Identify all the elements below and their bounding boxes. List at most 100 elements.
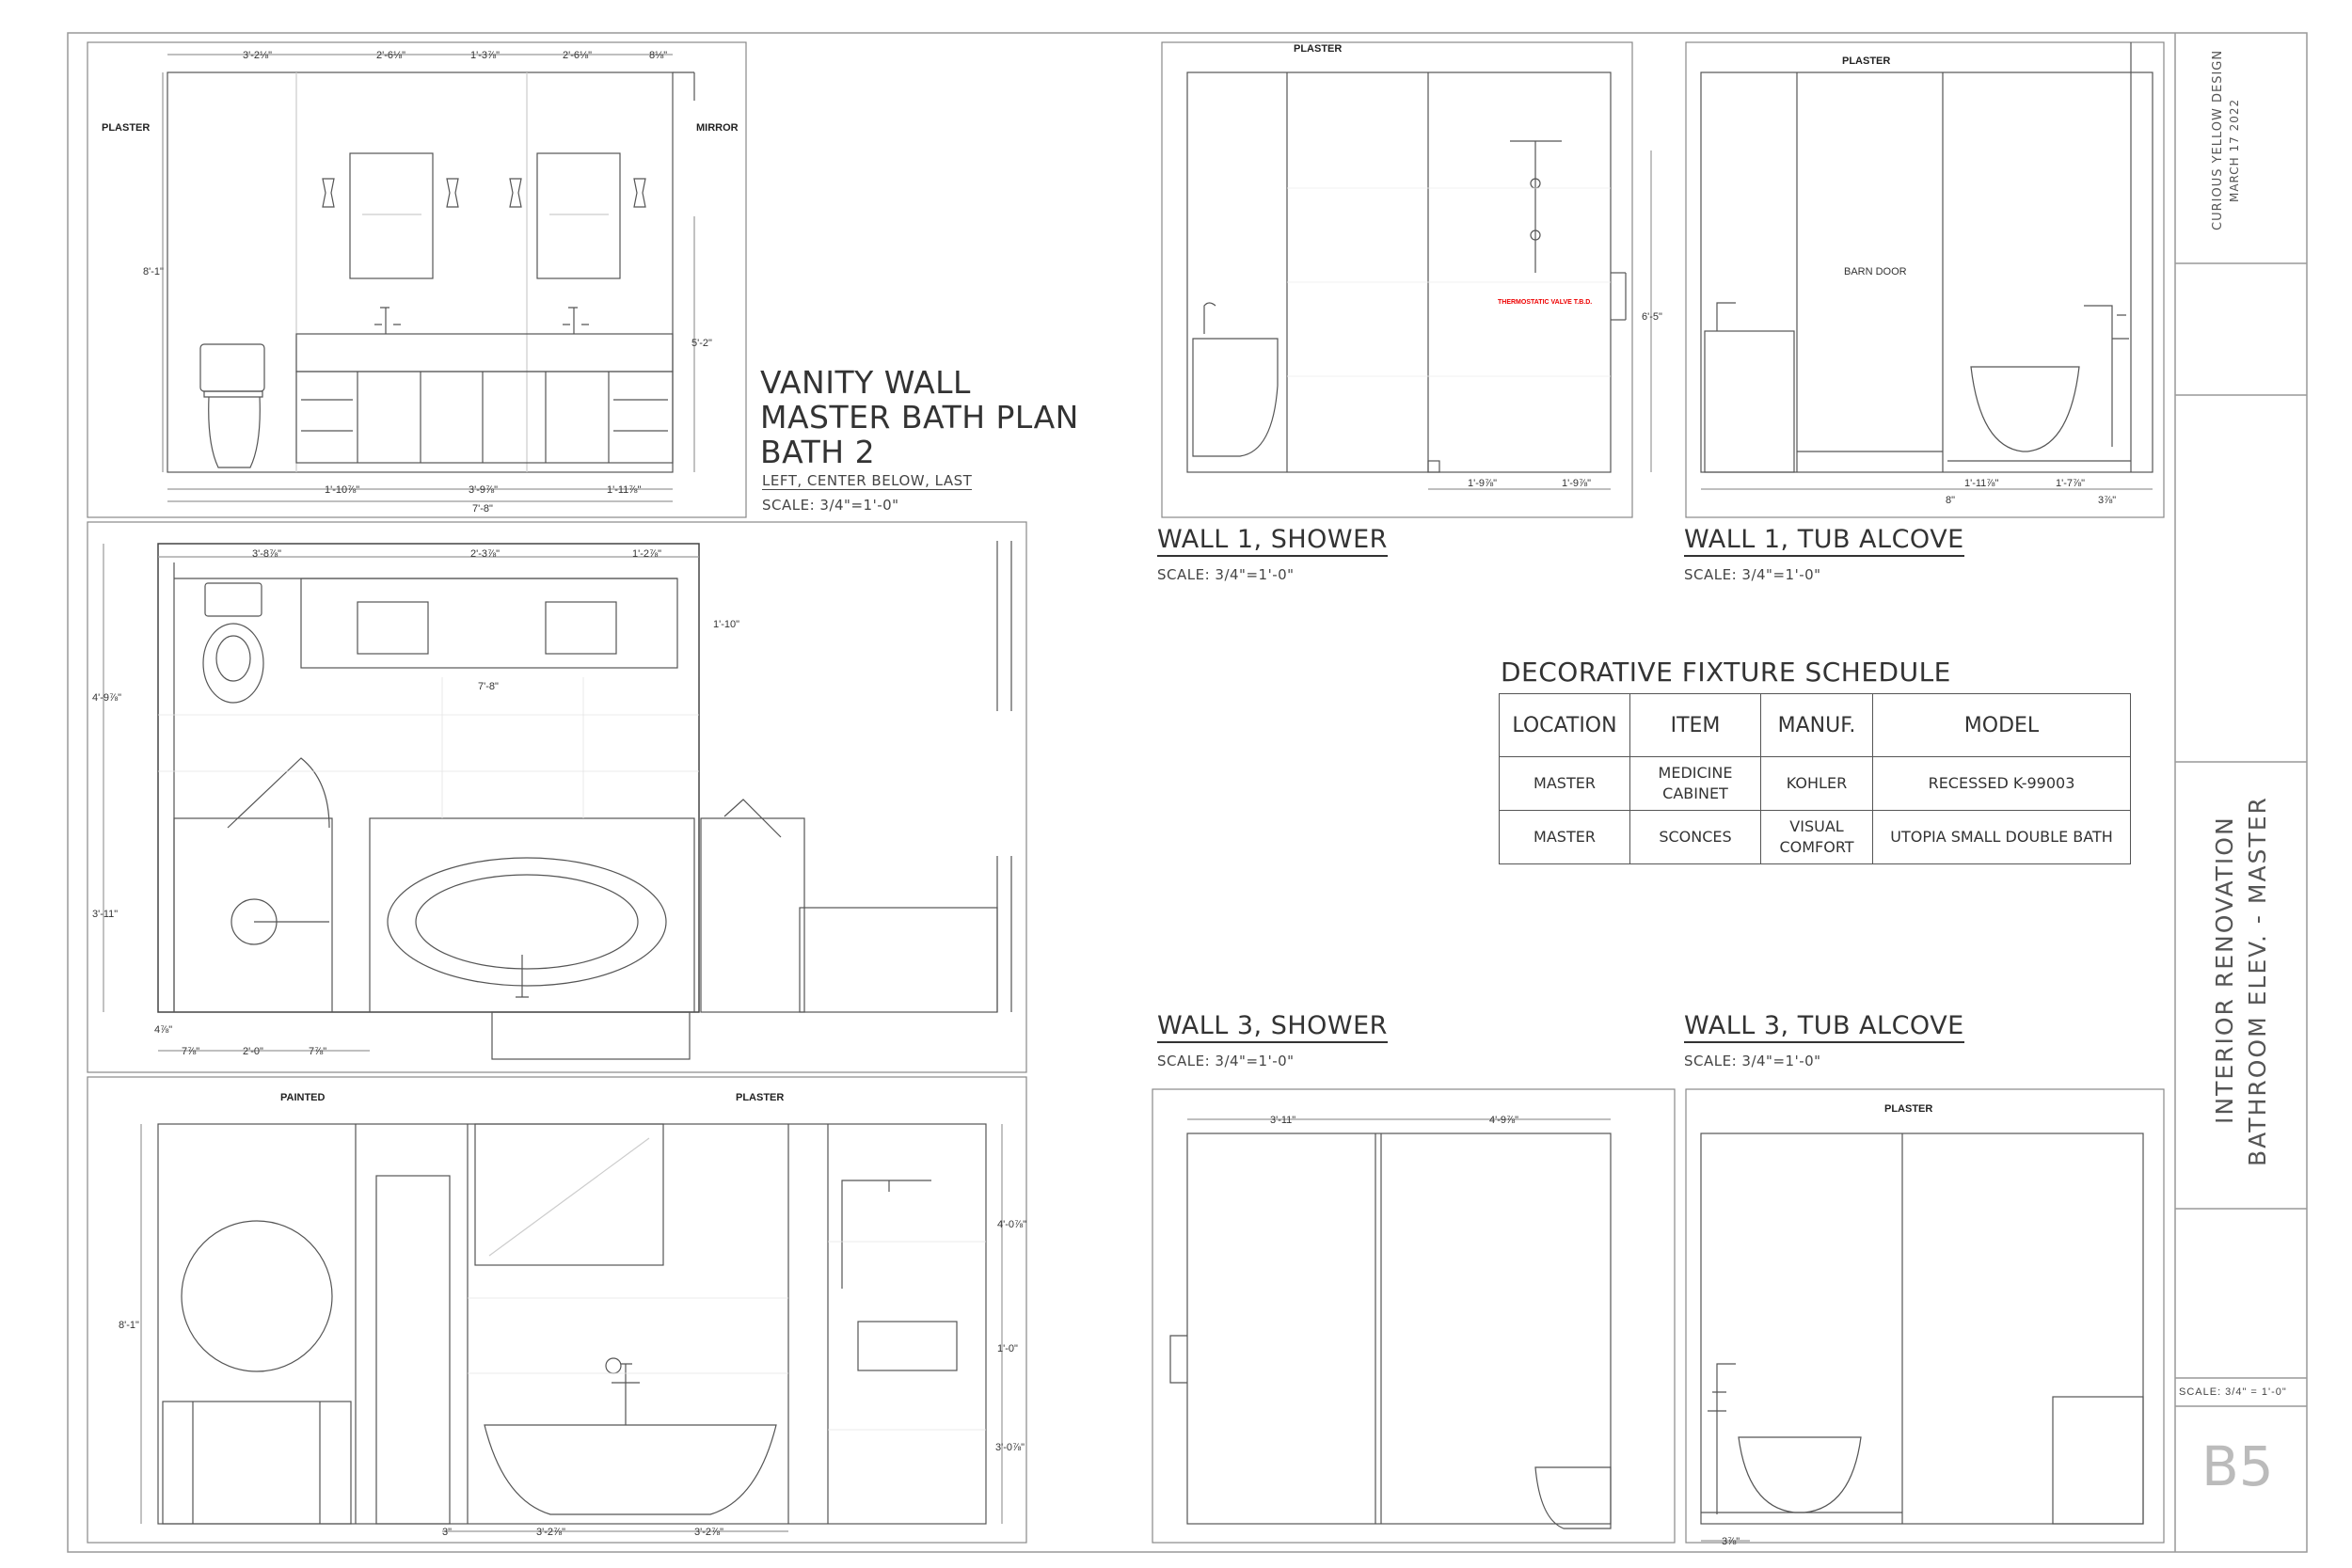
vanity-dim-top-2: 2'-6⅛" xyxy=(376,50,405,61)
issue-date: MARCH 17 2022 xyxy=(2228,98,2241,202)
vanity-dim-top-5: 8⅛" xyxy=(649,50,667,61)
title-block xyxy=(2175,262,2307,1407)
plan-dim-top-1: 3'-8⅞" xyxy=(252,548,281,560)
linen-cabinet xyxy=(375,1175,451,1525)
plan-toilet xyxy=(202,582,264,704)
wall3-shower-scale: SCALE: 3/4"=1'-0" xyxy=(1157,1053,1295,1069)
wall1-tub xyxy=(1970,366,2080,452)
vanity-elevation: 3'-2⅛" 2'-6⅛" 1'-3⅞" 2'-6⅛" 8⅛" PLASTER … xyxy=(87,41,747,518)
shower-head xyxy=(1510,140,1562,273)
wall1-shower-label: PLASTER xyxy=(1294,43,1342,55)
schedule-title: DECORATIVE FIXTURE SCHEDULE xyxy=(1501,657,1951,688)
vanity-dim-top-4: 2'-6⅛" xyxy=(563,50,592,61)
vanity-counter xyxy=(295,333,674,372)
company-name: CURIOUS YELLOW DESIGN xyxy=(2211,49,2225,230)
vanity-title-line-3: BATH 2 xyxy=(760,434,876,470)
vanity-label-plaster: PLASTER xyxy=(102,122,150,134)
wall1-shower-dim-bottom-1: 1'-9⅞" xyxy=(1468,478,1497,489)
wall1-tub-title: WALL 1, TUB ALCOVE xyxy=(1684,525,1964,557)
bottom-tub xyxy=(484,1424,777,1515)
round-mirror xyxy=(181,1220,333,1372)
wall1-tub-dim-1: 1'-11⅞" xyxy=(1964,478,1998,489)
wall1-tub-dim-4: 3⅞" xyxy=(2098,495,2116,506)
wall3-tub-dim: 3⅞" xyxy=(1722,1536,1740,1547)
plan-dim-bottom-2: 7⅞" xyxy=(182,1046,199,1057)
bottom-dim-bottom-3: 3'-2⅞" xyxy=(694,1527,723,1538)
schedule-header-model: MODEL xyxy=(1872,693,2131,757)
bath2-elevation: PAINTED PLASTER 8'-1" 4'-0⅞" 1'-0" 3'-0⅞… xyxy=(87,1076,1027,1544)
plan-dim-counter: 7'-8" xyxy=(478,681,499,692)
wall3-tub-elevation: PLASTER 3⅞" xyxy=(1685,1088,2165,1547)
plan-dim-top-3: 1'-2⅞" xyxy=(632,548,661,560)
vanity-label-mirror: MIRROR xyxy=(696,122,739,134)
schedule-header-row: LOCATION ITEM MANUF. MODEL xyxy=(1499,693,2131,757)
vanity-dim-bottom-1: 1'-10⅞" xyxy=(325,484,359,496)
schedule-cell: SCONCES xyxy=(1629,810,1761,864)
bottom-label-painted: PAINTED xyxy=(280,1092,326,1103)
vanity-dim-top-3: 1'-3⅞" xyxy=(470,50,500,61)
plan-dim-bottom-4: 7⅞" xyxy=(309,1046,326,1057)
plan-dim-left-upper: 4'-9⅞" xyxy=(92,692,121,704)
wall3-tub xyxy=(1738,1436,1862,1513)
vanity-dim-bottom-2: 3'-9⅞" xyxy=(469,484,498,496)
vanity-title: VANITY WALL MASTER BATH PLAN BATH 2 xyxy=(760,365,1079,469)
vanity-dim-bottom-3: 1'-11⅞" xyxy=(607,484,641,496)
schedule-cell: RECESSED K-99003 xyxy=(1872,756,2131,811)
vanity-dim-height: 8'-1" xyxy=(143,266,164,277)
schedule-cell: MASTER xyxy=(1499,810,1630,864)
vanity-dim-total: 7'-8" xyxy=(472,503,493,515)
plan-dim-top-2: 2'-3⅞" xyxy=(470,548,500,560)
plan-dim-bottom-3: 2'-0" xyxy=(243,1046,263,1057)
sconces xyxy=(322,178,646,208)
wall1-tub-dim-3: 8" xyxy=(1946,495,1955,506)
plan-dim-right: 1'-10" xyxy=(713,619,739,630)
table-row: MASTER SCONCES VISUAL COMFORT UTOPIA SMA… xyxy=(1499,810,2131,864)
wall1-shower-scale: SCALE: 3/4"=1'-0" xyxy=(1157,566,1295,583)
bottom-vanity xyxy=(162,1401,352,1525)
wall3-tub-label: PLASTER xyxy=(1884,1103,1932,1115)
plan-dim-left-lower: 3'-11" xyxy=(92,909,118,920)
barn-door-label: BARN DOOR xyxy=(1844,266,1907,277)
bottom-dim-bottom-1: 3" xyxy=(442,1527,452,1538)
schedule-header-location: LOCATION xyxy=(1499,693,1630,757)
wall1-tub-elevation: PLASTER BARN DOOR 1'-11⅞" 1'-7⅞" 8" 3⅞" xyxy=(1685,41,2165,518)
vanity-title-line-2: MASTER BATH PLAN xyxy=(760,399,1079,436)
wall1-tub-dim-2: 1'-7⅞" xyxy=(2056,478,2085,489)
wall1-shower-dim-right: 6'-5" xyxy=(1642,311,1662,323)
plan-shower-door xyxy=(227,757,330,829)
medicine-cabinet-right xyxy=(536,152,621,279)
schedule-cell: UTOPIA SMALL DOUBLE BATH xyxy=(1872,810,2131,864)
table-row: MASTER MEDICINE CABINET KOHLER RECESSED … xyxy=(1499,756,2131,811)
wall1-tub-scale: SCALE: 3/4"=1'-0" xyxy=(1684,566,1821,583)
vanity-title-line-1: VANITY WALL xyxy=(760,364,971,401)
vanity-dim-top-1: 3'-2⅛" xyxy=(243,50,272,61)
schedule-cell: MEDICINE CABINET xyxy=(1629,756,1761,811)
plan-tub-alcove xyxy=(369,817,695,1013)
medicine-cabinet-left xyxy=(349,152,434,279)
sheet-number: B5 xyxy=(2201,1434,2274,1498)
wall3-shower-elevation: 3'-11" 4'-9⅞" xyxy=(1152,1088,1676,1544)
vanity-cabinet xyxy=(295,371,674,464)
shower-fixture xyxy=(841,1180,931,1289)
title-block-scale: SCALE: 3/4" = 1'-0" xyxy=(2179,1386,2287,1398)
project-name: INTERIOR RENOVATION xyxy=(2211,816,2238,1124)
wall1-shower-title: WALL 1, SHOWER xyxy=(1157,525,1388,557)
vanity-scale: SCALE: 3/4"=1'-0" xyxy=(762,497,899,514)
toilet-elevation xyxy=(199,343,265,468)
bottom-label-plaster: PLASTER xyxy=(736,1092,784,1103)
vanity-subtitle: LEFT, CENTER BELOW, LAST xyxy=(762,472,973,490)
master-bath-plan: 3'-8⅞" 2'-3⅞" 1'-2⅞" 1'-10" 4'-9⅞" 7'-8"… xyxy=(87,521,1027,1073)
schedule-header-manuf: MANUF. xyxy=(1760,693,1873,757)
schedule-cell: VISUAL COMFORT xyxy=(1760,810,1873,864)
schedule-cell: KOHLER xyxy=(1760,756,1873,811)
wall3-tub-scale: SCALE: 3/4"=1'-0" xyxy=(1684,1053,1821,1069)
wall3-shower-dim-1: 3'-11" xyxy=(1270,1115,1295,1126)
sheet-title: BATHROOM ELEV. - MASTER xyxy=(2244,796,2271,1166)
plan-tub xyxy=(387,857,667,987)
fixture-schedule-table: LOCATION ITEM MANUF. MODEL MASTER MEDICI… xyxy=(1499,693,2131,864)
wall3-tub-title: WALL 3, TUB ALCOVE xyxy=(1684,1011,1964,1043)
shower-niche xyxy=(857,1321,958,1371)
bottom-dim-right-1: 4'-0⅞" xyxy=(997,1219,1026,1230)
schedule-cell: MASTER xyxy=(1499,756,1630,811)
